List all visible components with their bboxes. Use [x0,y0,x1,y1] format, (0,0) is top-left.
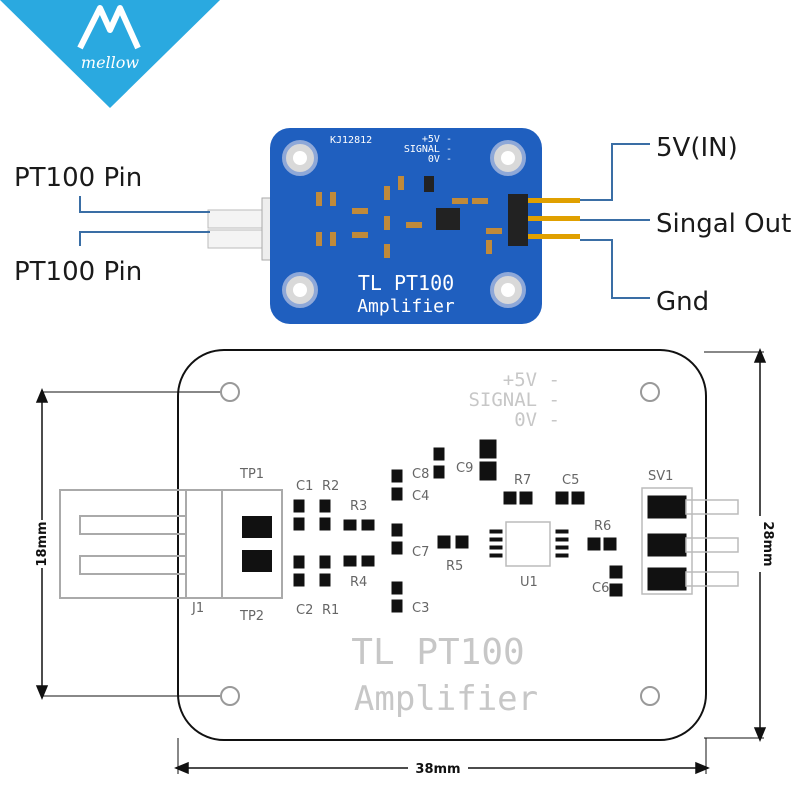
brand-logo: mellow [0,0,220,108]
label-c9: C9 [456,461,473,476]
logo-text: mellow [81,53,140,72]
dimension-height-right: 28mm [760,521,775,566]
drawing-label-5v: +5V - [503,369,560,391]
board-header-label-5v: +5V - [422,134,452,145]
logo-triangle [0,0,220,108]
label-tp1: TP1 [239,467,264,482]
label-r6: R6 [594,519,611,534]
label-c2: C2 [296,603,313,618]
board-chip [436,208,460,230]
label-c5: C5 [562,473,579,488]
board-title-line2: Amplifier [357,296,455,317]
drawing-title-line2: Amplifier [354,679,538,719]
label-sv1: SV1 [648,469,673,484]
callout-gnd: Gnd [656,287,709,317]
board-header-label-0v: 0V - [428,154,452,165]
board-header-label-signal: SIGNAL - [404,144,452,155]
drawing-label-signal: SIGNAL - [468,389,560,411]
callout-lines [79,143,650,299]
logo-mark-icon [77,5,141,50]
label-u1: U1 [520,575,538,590]
label-tp2: TP2 [239,609,264,624]
dimension-width: 38mm [415,762,460,777]
pin-header [508,194,528,246]
board-drawing: +5V - SIGNAL - 0V - J1 TP1 TP2 [59,349,739,741]
label-r4: R4 [350,575,367,590]
label-r3: R3 [350,499,367,514]
label-r2: R2 [322,479,339,494]
board-photo: KJ12812 +5V - SIGNAL - 0V - TL PT100 Amp… [207,128,580,324]
board-title-line1: TL PT100 [358,271,454,295]
label-j1: J1 [191,601,204,616]
board-id: KJ12812 [330,135,372,146]
drawing-label-0v: 0V - [514,409,560,431]
label-c3: C3 [412,601,429,616]
drawing-connector-j1 [59,489,283,599]
callout-pt100-top: PT100 Pin [14,163,142,193]
dimension-height-left: 18mm [35,521,50,566]
drawing-title-line1: TL PT100 [351,632,524,673]
label-r5: R5 [446,559,463,574]
u1-outline [505,521,551,567]
callout-signal-out: Singal Out [656,209,791,239]
label-c6: C6 [592,581,609,596]
label-c4: C4 [412,489,429,504]
label-c1: C1 [296,479,313,494]
label-r1: R1 [322,603,339,618]
label-c7: C7 [412,545,429,560]
label-c8: C8 [412,467,429,482]
callout-5v-in: 5V(IN) [656,133,738,163]
label-r7: R7 [514,473,531,488]
callout-pt100-bottom: PT100 Pin [14,257,142,287]
